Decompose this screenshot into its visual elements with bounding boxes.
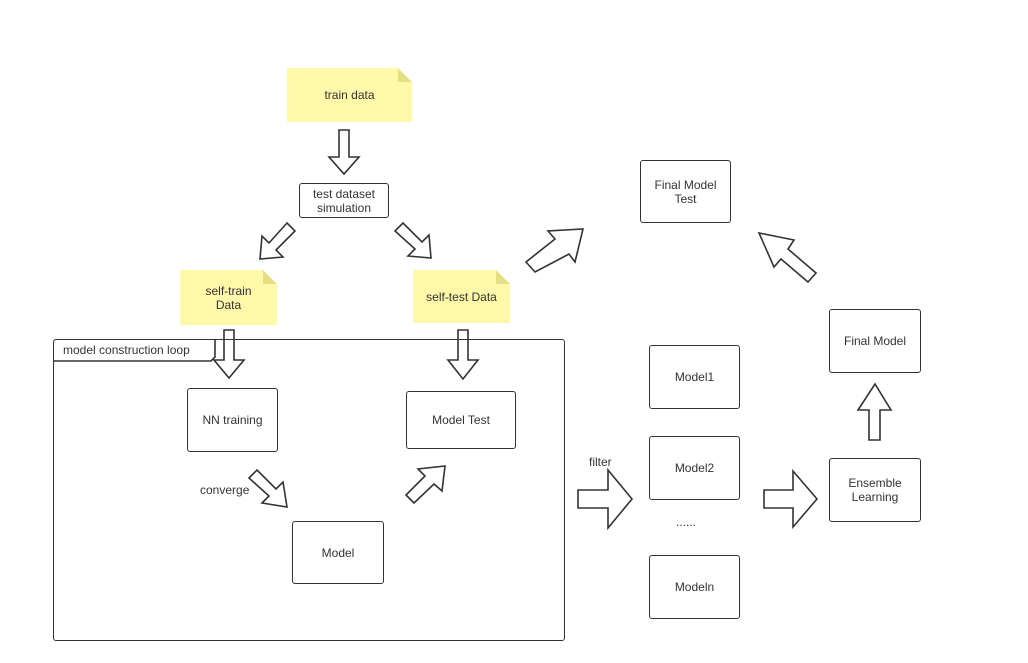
arrow-to-self-train: [259, 221, 297, 260]
box-model-text: Model: [321, 545, 355, 560]
arrow-to-ensemble: [763, 468, 819, 530]
label-converge: converge: [200, 483, 250, 497]
box-final-model[interactable]: Final Model: [829, 309, 921, 373]
loop-label: model construction loop: [63, 343, 190, 357]
arrow-to-final-test-2: [757, 231, 818, 284]
arrow-down-self-test: [446, 329, 480, 381]
box-nn-training-text: NN training: [202, 413, 263, 427]
box-final-model-test-text: Final Model Test: [654, 177, 717, 206]
note-self-test-text: self-test Data: [426, 289, 497, 304]
arrow-filter: [577, 467, 634, 531]
box-ensemble-text: Ensemble Learning: [848, 476, 902, 504]
box-nn-training[interactable]: NN training: [187, 388, 278, 452]
arrow-to-final-test: [524, 228, 585, 273]
arrow-converge: [247, 468, 288, 508]
arrow-down-train: [327, 129, 361, 176]
box-model1-text: Model1: [674, 370, 715, 384]
box-final-model-text: Final Model: [843, 334, 907, 348]
box-test-dataset-text: test dataset simulation: [312, 186, 376, 215]
label-ellipsis: ......: [676, 515, 697, 529]
arrow-up-ensemble: [856, 382, 893, 441]
arrow-model-to-test: [404, 465, 446, 505]
loop-frame-tab: [53, 339, 216, 362]
note-train-data-text: train data: [324, 88, 375, 102]
label-filter: filter: [589, 455, 612, 469]
box-model[interactable]: Model: [292, 521, 384, 584]
note-self-test-data[interactable]: self-test Data: [413, 270, 510, 323]
box-model-test-text: Model Test: [432, 413, 490, 427]
note-self-train-text: self-train Data: [205, 283, 252, 312]
box-model-test[interactable]: Model Test: [406, 391, 516, 449]
box-model1[interactable]: Model1: [649, 345, 740, 409]
box-modeln-text: Modeln: [674, 580, 715, 594]
note-self-train-data[interactable]: self-train Data: [180, 270, 277, 325]
box-model2-text: Model2: [674, 461, 715, 475]
loop-frame: [53, 339, 565, 641]
note-train-data[interactable]: train data: [287, 68, 412, 122]
arrow-down-self-train: [212, 329, 246, 380]
box-test-dataset-simulation[interactable]: test dataset simulation: [299, 183, 389, 218]
box-modeln[interactable]: Modeln: [649, 555, 740, 619]
arrow-to-self-test: [393, 221, 432, 259]
box-ensemble-learning[interactable]: Ensemble Learning: [829, 458, 921, 522]
box-model2[interactable]: Model2: [649, 436, 740, 500]
box-final-model-test[interactable]: Final Model Test: [640, 160, 731, 223]
